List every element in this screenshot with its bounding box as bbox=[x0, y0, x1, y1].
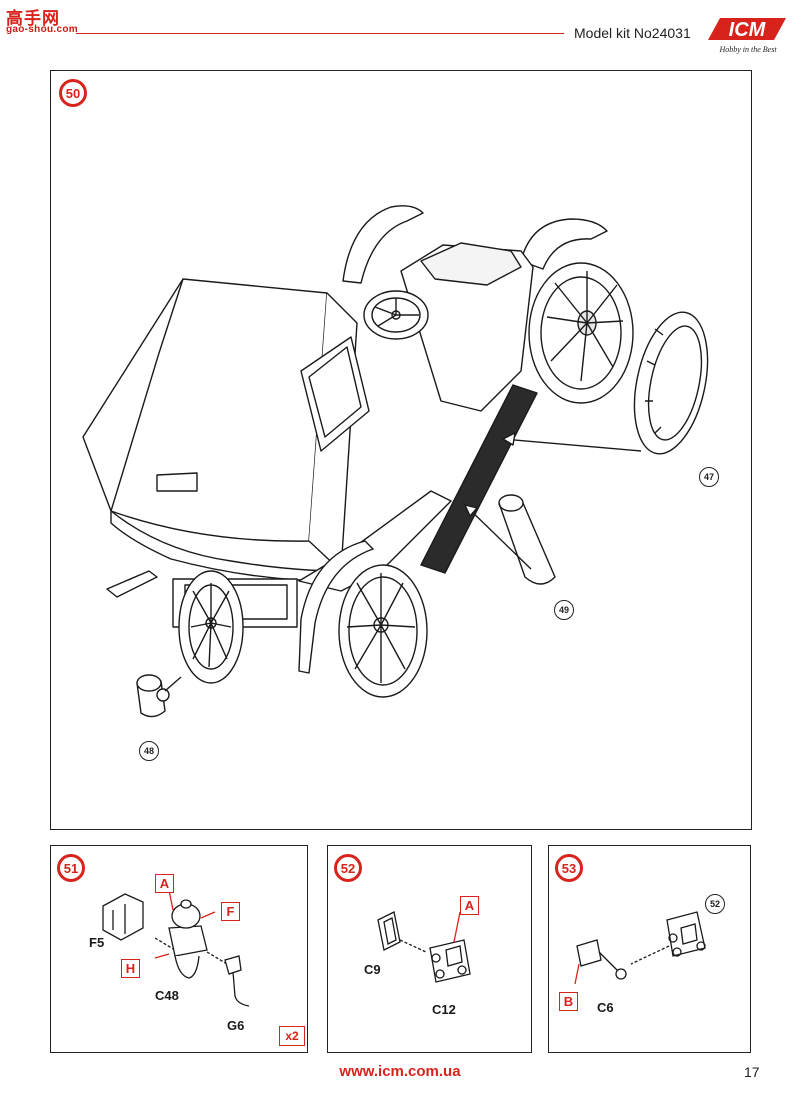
steering-wheel bbox=[363, 290, 429, 340]
cabin-handle bbox=[156, 472, 198, 492]
step-53-panel: 53 52 B C6 bbox=[548, 845, 751, 1053]
ref-badge-52: 52 bbox=[705, 894, 725, 914]
engine-block bbox=[420, 242, 522, 286]
cabin-roof bbox=[82, 278, 328, 542]
step-51-badge: 51 bbox=[57, 854, 85, 882]
step-51-panel: 51 A F H F5 C48 G6 x2 bbox=[50, 845, 308, 1053]
rear-right-fender bbox=[520, 218, 608, 270]
lower-front-wheel bbox=[338, 564, 428, 698]
part-label-f5: F5 bbox=[89, 935, 105, 950]
part-f5-bracket bbox=[102, 893, 144, 941]
step-50-panel: 50 bbox=[50, 70, 752, 830]
running-board bbox=[420, 384, 538, 574]
part-label-c12: C12 bbox=[432, 1002, 456, 1017]
page-number: 17 bbox=[744, 1064, 760, 1080]
lower-rear-wheel bbox=[178, 570, 244, 684]
horn-part bbox=[498, 494, 556, 585]
part-label-c6: C6 bbox=[597, 1000, 614, 1015]
front-fender bbox=[298, 540, 374, 674]
arrow-to-horn bbox=[464, 504, 532, 570]
headlamp-part bbox=[136, 674, 182, 718]
part-label-c48: C48 bbox=[155, 988, 179, 1003]
step-50-badge: 50 bbox=[59, 79, 87, 107]
site-logo-chinese: 高手网 bbox=[6, 9, 60, 29]
brand-logo: ICM Hobby in the Best bbox=[700, 12, 790, 56]
car-assembly-drawing bbox=[82, 205, 709, 718]
upper-right-wheel bbox=[528, 262, 634, 404]
part-label-c9: C9 bbox=[364, 962, 381, 977]
step-52-panel: 52 A C9 C12 bbox=[327, 845, 532, 1053]
step-52-badge: 52 bbox=[334, 854, 362, 882]
rear-step bbox=[106, 570, 158, 598]
ref-badge-47: 47 bbox=[699, 467, 719, 487]
sprue-box-h: H bbox=[121, 959, 140, 978]
sprue-box-a: A bbox=[155, 874, 174, 893]
sprue-box-b: B bbox=[559, 992, 578, 1011]
ref-badge-48: 48 bbox=[139, 741, 159, 761]
rear-left-fender bbox=[342, 205, 424, 284]
crank-assembly-drawing bbox=[574, 911, 706, 985]
arrow-to-spare-wheel bbox=[502, 438, 642, 452]
sprue-box-f: F bbox=[221, 902, 240, 921]
part-c6-handle bbox=[576, 939, 602, 967]
part-c6-shaft bbox=[598, 951, 620, 973]
part-c9-plate bbox=[377, 911, 401, 951]
part-c48-body bbox=[168, 925, 208, 957]
kit-label: Model kit No24031 bbox=[574, 25, 691, 41]
brand-tagline: Hobby in the Best bbox=[718, 45, 777, 54]
part-g6-rod bbox=[232, 971, 250, 1007]
headlamp-assembly-drawing bbox=[102, 889, 250, 1007]
brand-logo-mark: ICM Hobby in the Best bbox=[708, 18, 786, 54]
quantity-box: x2 bbox=[279, 1026, 305, 1046]
brand-name: ICM bbox=[729, 19, 767, 41]
site-logo-domain: gao-shou.com bbox=[6, 24, 78, 35]
part-g6-bracket bbox=[224, 955, 242, 975]
ref-badge-49: 49 bbox=[554, 600, 574, 620]
box-assembly-drawing bbox=[377, 911, 471, 983]
part-label-g6: G6 bbox=[227, 1018, 245, 1033]
spare-wheel bbox=[633, 311, 709, 455]
step-53-badge: 53 bbox=[555, 854, 583, 882]
header-rule bbox=[76, 33, 564, 34]
sprue-box-a: A bbox=[460, 896, 479, 915]
site-logo: 高手网 gao-shou.com bbox=[6, 4, 78, 36]
footer-url[interactable]: www.icm.com.ua bbox=[339, 1063, 461, 1080]
